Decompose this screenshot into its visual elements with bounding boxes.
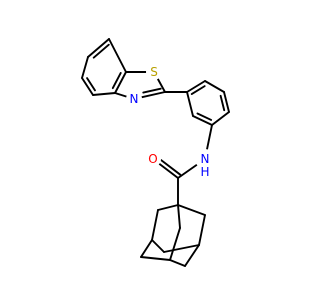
atom-s1: S <box>146 64 162 80</box>
bond-c10-c11-inner <box>219 94 226 112</box>
bond-c15-c18 <box>157 204 179 211</box>
atom-label-s1: S <box>150 65 158 79</box>
bond-c17-c23 <box>163 244 200 253</box>
bond-c8-c9-inner <box>190 85 206 95</box>
bond-c15-c16 <box>177 204 206 216</box>
atom-label-n1: N <box>130 92 139 106</box>
bond-c4-c5-inner <box>111 72 122 90</box>
bond-c6-c1-inner <box>92 43 110 59</box>
atom-label-o1: O <box>148 152 157 166</box>
bond-n2-c14 <box>177 162 200 179</box>
bond-c18-c19 <box>151 209 159 241</box>
bond-c2-c3-inner <box>86 77 96 92</box>
molecule-structure: S N N H O <box>81 38 230 267</box>
bond-c5-c6 <box>108 38 127 73</box>
atom-nh: N H <box>195 149 215 179</box>
bond-c13-c8 <box>186 91 194 117</box>
bond-s1-c7 <box>156 77 166 93</box>
atom-o1: O <box>145 151 161 167</box>
bond-c10-c11 <box>223 91 230 113</box>
bond-c14-o1 <box>157 162 179 179</box>
bond-c8-c9 <box>186 80 206 93</box>
bond-c9-c10 <box>204 80 225 93</box>
atom-label-n2: N <box>201 152 210 166</box>
bond-c2-c3 <box>81 77 94 96</box>
bond-c24-c21 <box>140 256 171 261</box>
bond-n1-c4 <box>114 92 129 98</box>
atom-n1: N <box>126 91 142 107</box>
bond-c7-n1-inner <box>142 87 162 94</box>
bond-layer <box>81 38 230 267</box>
bond-c12-n2 <box>205 124 213 153</box>
atom-label-layer: S N N H O <box>126 64 215 179</box>
bond-c4-c5 <box>114 71 127 94</box>
bond-c11-c12 <box>211 111 230 126</box>
bond-c22-c21 <box>169 259 186 267</box>
bond-c12-c13-inner <box>196 112 213 121</box>
bond-c16-c17 <box>198 214 206 246</box>
bond-c20-c21 <box>169 227 181 261</box>
bond-c15-c20 <box>177 204 181 229</box>
atom-label-h1: H <box>200 165 209 179</box>
bond-c14-o1-second <box>160 159 182 176</box>
bond-c12-c13 <box>192 115 213 126</box>
bond-c17-c22 <box>184 244 200 267</box>
bond-c6-c1 <box>87 38 110 58</box>
bond-c1-c2 <box>81 56 89 79</box>
bond-c23-c19 <box>151 239 165 253</box>
bond-c7-n1 <box>139 91 166 99</box>
bond-c3-c4 <box>92 92 116 96</box>
bond-c19-c24 <box>140 239 153 258</box>
